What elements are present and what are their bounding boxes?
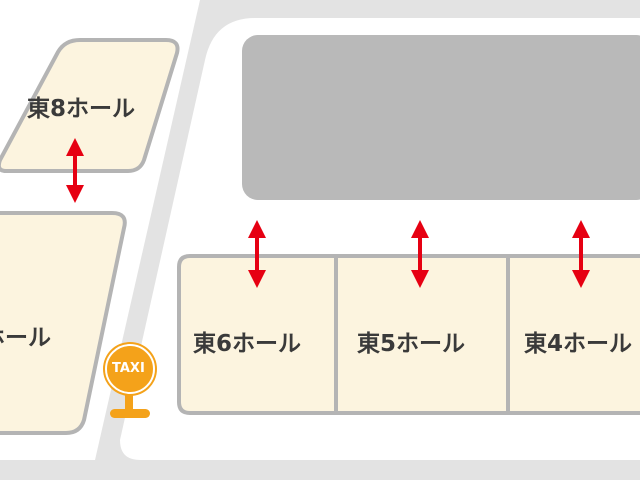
hall-east6 — [177, 254, 338, 415]
arrow-east5 — [411, 220, 429, 288]
label-east6: 東6ホール — [193, 331, 302, 357]
label-east7-partial: ホール — [0, 325, 51, 351]
hall-east8 — [0, 38, 180, 173]
arrow-east8-east7 — [66, 138, 84, 203]
label-east4: 東4ホール — [524, 331, 633, 357]
taxi-stand-icon — [103, 342, 157, 418]
gray-building-block — [242, 35, 640, 200]
arrow-east6 — [248, 220, 266, 288]
taxi-label: TAXI — [112, 361, 145, 376]
hall-east7 — [0, 211, 127, 435]
label-east5: 東5ホール — [357, 331, 466, 357]
label-east8: 東8ホール — [27, 96, 136, 122]
arrow-east4 — [572, 220, 590, 288]
hall-east4 — [506, 254, 640, 415]
